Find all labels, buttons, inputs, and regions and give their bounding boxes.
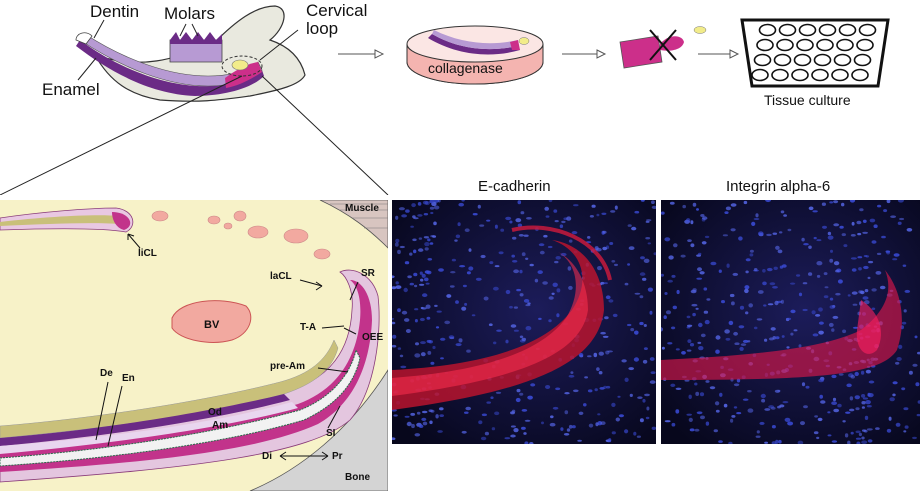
cervical-loop-label-line1: Cervical — [306, 1, 368, 20]
blood-vessel-shape — [171, 300, 252, 343]
molars-shape — [169, 32, 223, 63]
culture-well — [751, 68, 769, 82]
lingual-magenta-tip — [112, 212, 131, 230]
incisor-magenta-region — [225, 62, 262, 88]
cervical-loop-leader-line — [259, 29, 299, 61]
arrow-2 — [562, 49, 607, 59]
cervical-loop-shape — [231, 59, 249, 71]
culture-well — [851, 68, 869, 82]
tissue-blobs — [151, 210, 331, 260]
culture-well — [773, 53, 792, 67]
micrograph-ecadherin — [392, 200, 656, 444]
micrograph-title-1: E-cadherin — [478, 178, 551, 195]
molars-label: Molars — [164, 4, 216, 23]
culture-plate — [740, 18, 890, 88]
cervical-loop-schematic — [0, 200, 388, 491]
muscle-texture — [330, 203, 388, 229]
am-label: Am — [212, 420, 229, 431]
culture-well — [811, 68, 829, 82]
culture-well — [793, 53, 812, 67]
cervical-loop-label-line2: loop — [306, 19, 339, 38]
culture-well — [796, 38, 814, 52]
oee-label: OEE — [362, 332, 384, 343]
de-label: De — [100, 368, 113, 379]
cervical-loop-label: Cervical loop — [306, 2, 367, 38]
muscle-label: Muscle — [345, 203, 379, 214]
culture-well — [853, 53, 872, 67]
enamel-label: Enamel — [42, 80, 100, 99]
petri-dish — [406, 25, 544, 85]
dissected-tissue — [619, 26, 707, 69]
pr-label: Pr — [332, 451, 343, 462]
culture-well — [836, 38, 854, 52]
labial-layers — [0, 269, 380, 483]
culture-well — [753, 53, 772, 67]
culture-well — [818, 23, 837, 37]
dentin-leader-line — [93, 19, 105, 39]
schematic-leader-lines — [95, 233, 359, 461]
muscle-region — [319, 200, 388, 249]
arrow-3 — [698, 49, 740, 59]
zoom-line-right — [261, 75, 389, 195]
culture-well — [838, 23, 857, 37]
sr-label: SR — [361, 268, 375, 279]
culture-well — [831, 68, 849, 82]
culture-well — [791, 68, 809, 82]
tissue-culture-label: Tissue culture — [764, 92, 851, 108]
cervical-loop-highlight — [221, 55, 263, 77]
collagenase-label: collagenase — [428, 60, 503, 76]
culture-well — [771, 68, 789, 82]
licl-label: liCL — [138, 248, 157, 259]
incisor-enamel-shape — [76, 40, 264, 96]
micrograph-title-2: Integrin alpha-6 — [726, 178, 831, 195]
integrin-stain — [661, 270, 902, 380]
bone-region — [249, 369, 388, 491]
od-label: Od — [208, 407, 222, 418]
arrow-1 — [338, 49, 385, 59]
zoom-line-left — [0, 75, 243, 195]
culture-well — [758, 23, 777, 37]
culture-well — [776, 38, 794, 52]
culture-well — [833, 53, 852, 67]
pre-am-label: pre-Am — [270, 361, 306, 372]
molars-leader-line-1 — [179, 23, 187, 37]
ta-label: T-A — [300, 322, 317, 333]
top-workflow-diagram — [0, 5, 890, 195]
ecadherin-stain — [392, 240, 604, 410]
incisor-tip-shape — [75, 32, 93, 45]
micrograph-integrin — [661, 200, 920, 444]
culture-well — [858, 23, 877, 37]
bone-label: Bone — [345, 472, 370, 483]
culture-well — [813, 53, 832, 67]
lingual-dentin-band — [0, 215, 120, 226]
dentin-label: Dentin — [90, 2, 140, 21]
nuclei-dots-2 — [661, 200, 920, 444]
si-label: SI — [326, 428, 336, 439]
enamel-leader-line — [77, 57, 97, 81]
culture-well — [756, 38, 774, 52]
culture-well — [798, 23, 817, 37]
incisor-dentin-shape — [79, 33, 263, 87]
culture-well — [778, 23, 797, 37]
lacl-label: laCL — [270, 271, 292, 282]
di-label: Di — [262, 451, 272, 462]
culture-well — [816, 38, 834, 52]
en-label: En — [122, 373, 135, 384]
bv-label: BV — [204, 319, 220, 331]
molars-leader-line-2 — [191, 23, 199, 37]
culture-well — [856, 38, 874, 52]
